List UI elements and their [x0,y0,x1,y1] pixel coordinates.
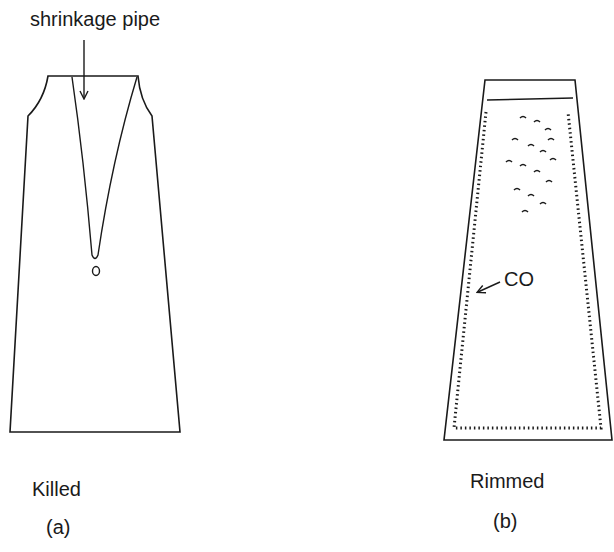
porosity-void [93,267,100,276]
co-rim-blowholes [454,112,601,428]
ingot-name: Rimmed [470,470,544,492]
blowholes [506,117,556,213]
figure-letter: (a) [46,516,70,538]
part-label: shrinkage pipe [30,8,160,30]
rimmed-ingot-outline [444,80,612,440]
part-label: CO [504,268,534,290]
top-crust [487,98,573,100]
leader-arrow [83,40,84,98]
killed-ingot-outline [10,76,180,432]
shrinkage-pipe [72,77,137,259]
ingot-name: Killed [32,478,81,500]
leader-arrow [478,282,500,292]
figure-letter: (b) [493,510,517,532]
